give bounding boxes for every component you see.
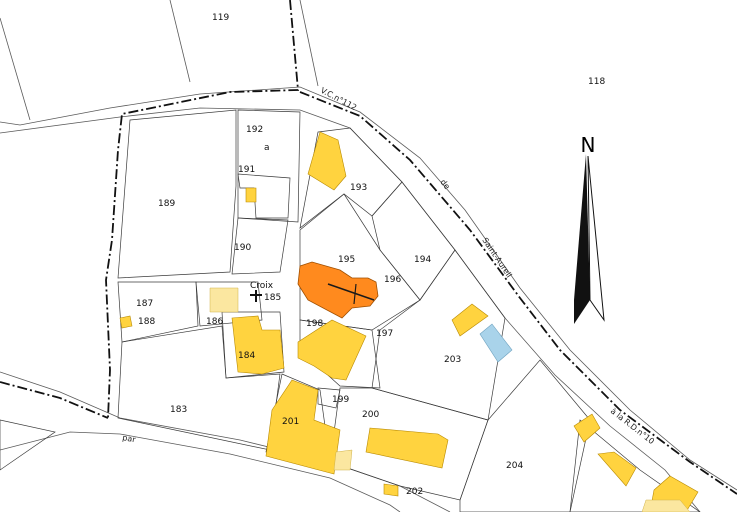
building-604	[573, 413, 601, 443]
parcel-lower-left	[0, 419, 56, 471]
label-193: 193	[350, 183, 367, 193]
label-200: 200	[362, 410, 379, 420]
road-north-left	[169, 0, 191, 83]
building-203	[451, 303, 489, 337]
label-119: 119	[212, 13, 229, 23]
parcel-118-right	[569, 419, 701, 512]
label-189: 189	[158, 199, 175, 209]
label-118: 118	[588, 77, 605, 87]
church	[297, 261, 379, 319]
building-191	[245, 187, 257, 203]
road-label-par: par	[122, 433, 137, 444]
label-203: 203	[444, 355, 461, 365]
label-187: 187	[136, 299, 153, 309]
parcel-labels: 119 118 192 a 191 189 193 190 195 194 19…	[136, 13, 605, 497]
building-202	[383, 483, 399, 497]
label-202: 202	[406, 487, 423, 497]
label-186: 186	[206, 317, 223, 327]
road-west-vertical	[0, 17, 31, 121]
label-194: 194	[414, 255, 431, 265]
building-605	[597, 451, 637, 487]
north-arrow-dark-half	[574, 154, 590, 324]
label-192: 192	[246, 125, 263, 135]
building-198	[297, 319, 367, 381]
label-croix: Croix	[250, 281, 274, 291]
north-arrow: N	[574, 133, 605, 324]
north-arrow-light-half	[587, 155, 605, 322]
parcel-204	[459, 359, 591, 512]
label-201: 201	[282, 417, 299, 427]
building-184	[231, 315, 285, 375]
church-building	[297, 261, 379, 319]
label-188: 188	[138, 317, 155, 327]
label-190: 190	[234, 243, 251, 253]
building-186	[209, 287, 239, 313]
building-607	[641, 499, 691, 512]
parcel-184	[221, 311, 285, 379]
label-191: 191	[238, 165, 255, 175]
label-185: 185	[264, 293, 281, 303]
building-188	[119, 315, 133, 329]
road-vc112-north-edge	[0, 86, 737, 491]
road-labels: V.C.n°112 de Saint-Aureil à la R.D.n°10 …	[122, 86, 656, 446]
building-193	[307, 131, 347, 191]
pond	[479, 323, 513, 363]
label-183: 183	[170, 405, 187, 415]
boundary-southwest	[0, 381, 109, 419]
boundary-main	[105, 0, 299, 419]
parcel-186	[195, 281, 263, 327]
building-200	[365, 427, 449, 469]
north-label: N	[581, 133, 596, 157]
road-south-edge-2	[0, 431, 401, 512]
parcel-187	[117, 281, 199, 343]
building-201	[265, 379, 341, 475]
buildings	[119, 131, 699, 512]
parcel-191	[237, 173, 291, 219]
parcel-189	[117, 109, 237, 279]
label-197: 197	[376, 329, 393, 339]
boundaries	[0, 0, 737, 495]
croix-marker	[250, 290, 262, 302]
label-198: 198	[306, 319, 323, 329]
church-cross-line	[327, 283, 375, 301]
label-195: 195	[338, 255, 355, 265]
road-label-saint-aureil: Saint-Aureil	[480, 236, 513, 279]
parcel-192	[237, 109, 301, 223]
label-196: 196	[384, 275, 401, 285]
label-184: 184	[238, 351, 255, 361]
label-a: a	[264, 143, 270, 153]
parcel-183	[117, 325, 281, 451]
building-200-annex	[333, 449, 353, 471]
church-cross-bar	[353, 283, 357, 305]
label-204: 204	[506, 461, 523, 471]
road-north-right	[299, 0, 319, 87]
boundary-road	[299, 91, 737, 495]
label-199: 199	[332, 395, 349, 405]
road-label-de: de	[438, 178, 451, 191]
parcel-190	[231, 217, 289, 275]
parcels	[0, 109, 701, 512]
parcel-199	[317, 387, 341, 409]
